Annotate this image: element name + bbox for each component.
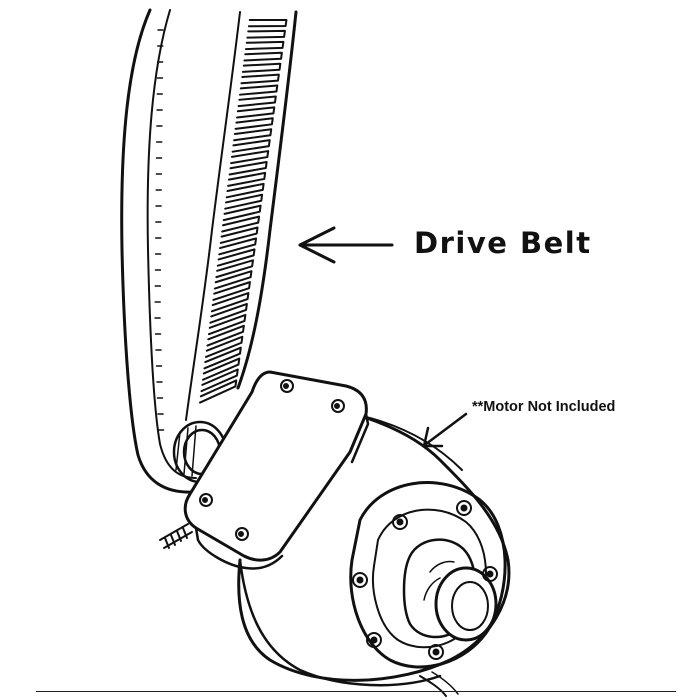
belt-tooth: [236, 106, 276, 119]
belt-tooth: [210, 292, 250, 313]
motor-note-arrow: [422, 412, 468, 448]
plate-bolts: [199, 379, 345, 541]
motor-not-included-note: **Motor Not Included: [472, 399, 616, 415]
belt-tooth: [234, 117, 274, 130]
belt-tooth: [201, 357, 241, 381]
end-cap-bolt: [352, 572, 368, 588]
belt-tooth: [227, 171, 267, 187]
end-cap-bolts: [352, 500, 498, 660]
belt-tooth: [224, 193, 264, 210]
drive-belt-arrow: [298, 226, 394, 264]
belt-tooth: [215, 259, 254, 279]
belt-tooth: [213, 270, 253, 290]
belt-tooth: [241, 62, 282, 73]
threaded-stud: [159, 523, 193, 549]
belt-tooth: [216, 248, 256, 267]
motor: [237, 398, 511, 697]
belt-tooth: [233, 128, 273, 142]
belt-tooth: [209, 302, 248, 324]
belt-tooth: [219, 226, 259, 244]
belt-tooth: [231, 139, 271, 153]
belt-tooth: [228, 160, 268, 176]
belt-tooth: [207, 313, 247, 336]
end-cap-bolt: [392, 514, 408, 530]
end-cap-bolt: [456, 500, 472, 516]
end-cap-bolt-center: [356, 576, 364, 584]
belt-tooth: [243, 51, 283, 62]
belt-tooth: [221, 215, 261, 233]
belt-tooth: [239, 84, 279, 96]
belt-tooth: [237, 95, 277, 108]
end-cap-bolt-center: [486, 570, 494, 578]
belt-tooth: [230, 150, 270, 165]
belt-tooth: [240, 73, 280, 85]
belt-tooth: [244, 40, 285, 51]
end-cap-bolt-center: [432, 648, 440, 656]
drive-belt: [120, 8, 298, 494]
belt-teeth: [199, 19, 288, 404]
belt-tooth: [199, 379, 238, 404]
belt-notches: [154, 29, 165, 431]
drive-belt-label: Drive Belt: [414, 226, 592, 260]
belt-tooth: [225, 182, 265, 199]
belt-tooth: [212, 281, 251, 301]
mounting-plate: [183, 370, 370, 570]
end-cap-bolt-center: [370, 636, 378, 644]
end-cap-bolt: [428, 644, 444, 660]
end-cap-bolt-center: [396, 518, 404, 526]
end-cap-bolt-center: [460, 504, 468, 512]
belt-tooth: [222, 204, 262, 222]
end-cap-bolt: [482, 566, 498, 582]
end-cap-bolt: [366, 632, 382, 648]
belt-tooth: [247, 19, 288, 28]
belt-tooth: [246, 29, 286, 39]
belt-tooth: [204, 335, 244, 358]
belt-tooth: [200, 368, 239, 393]
bottom-divider: [36, 691, 676, 692]
belt-tooth: [218, 237, 258, 256]
belt-tooth: [203, 346, 242, 370]
belt-tooth: [206, 324, 245, 347]
